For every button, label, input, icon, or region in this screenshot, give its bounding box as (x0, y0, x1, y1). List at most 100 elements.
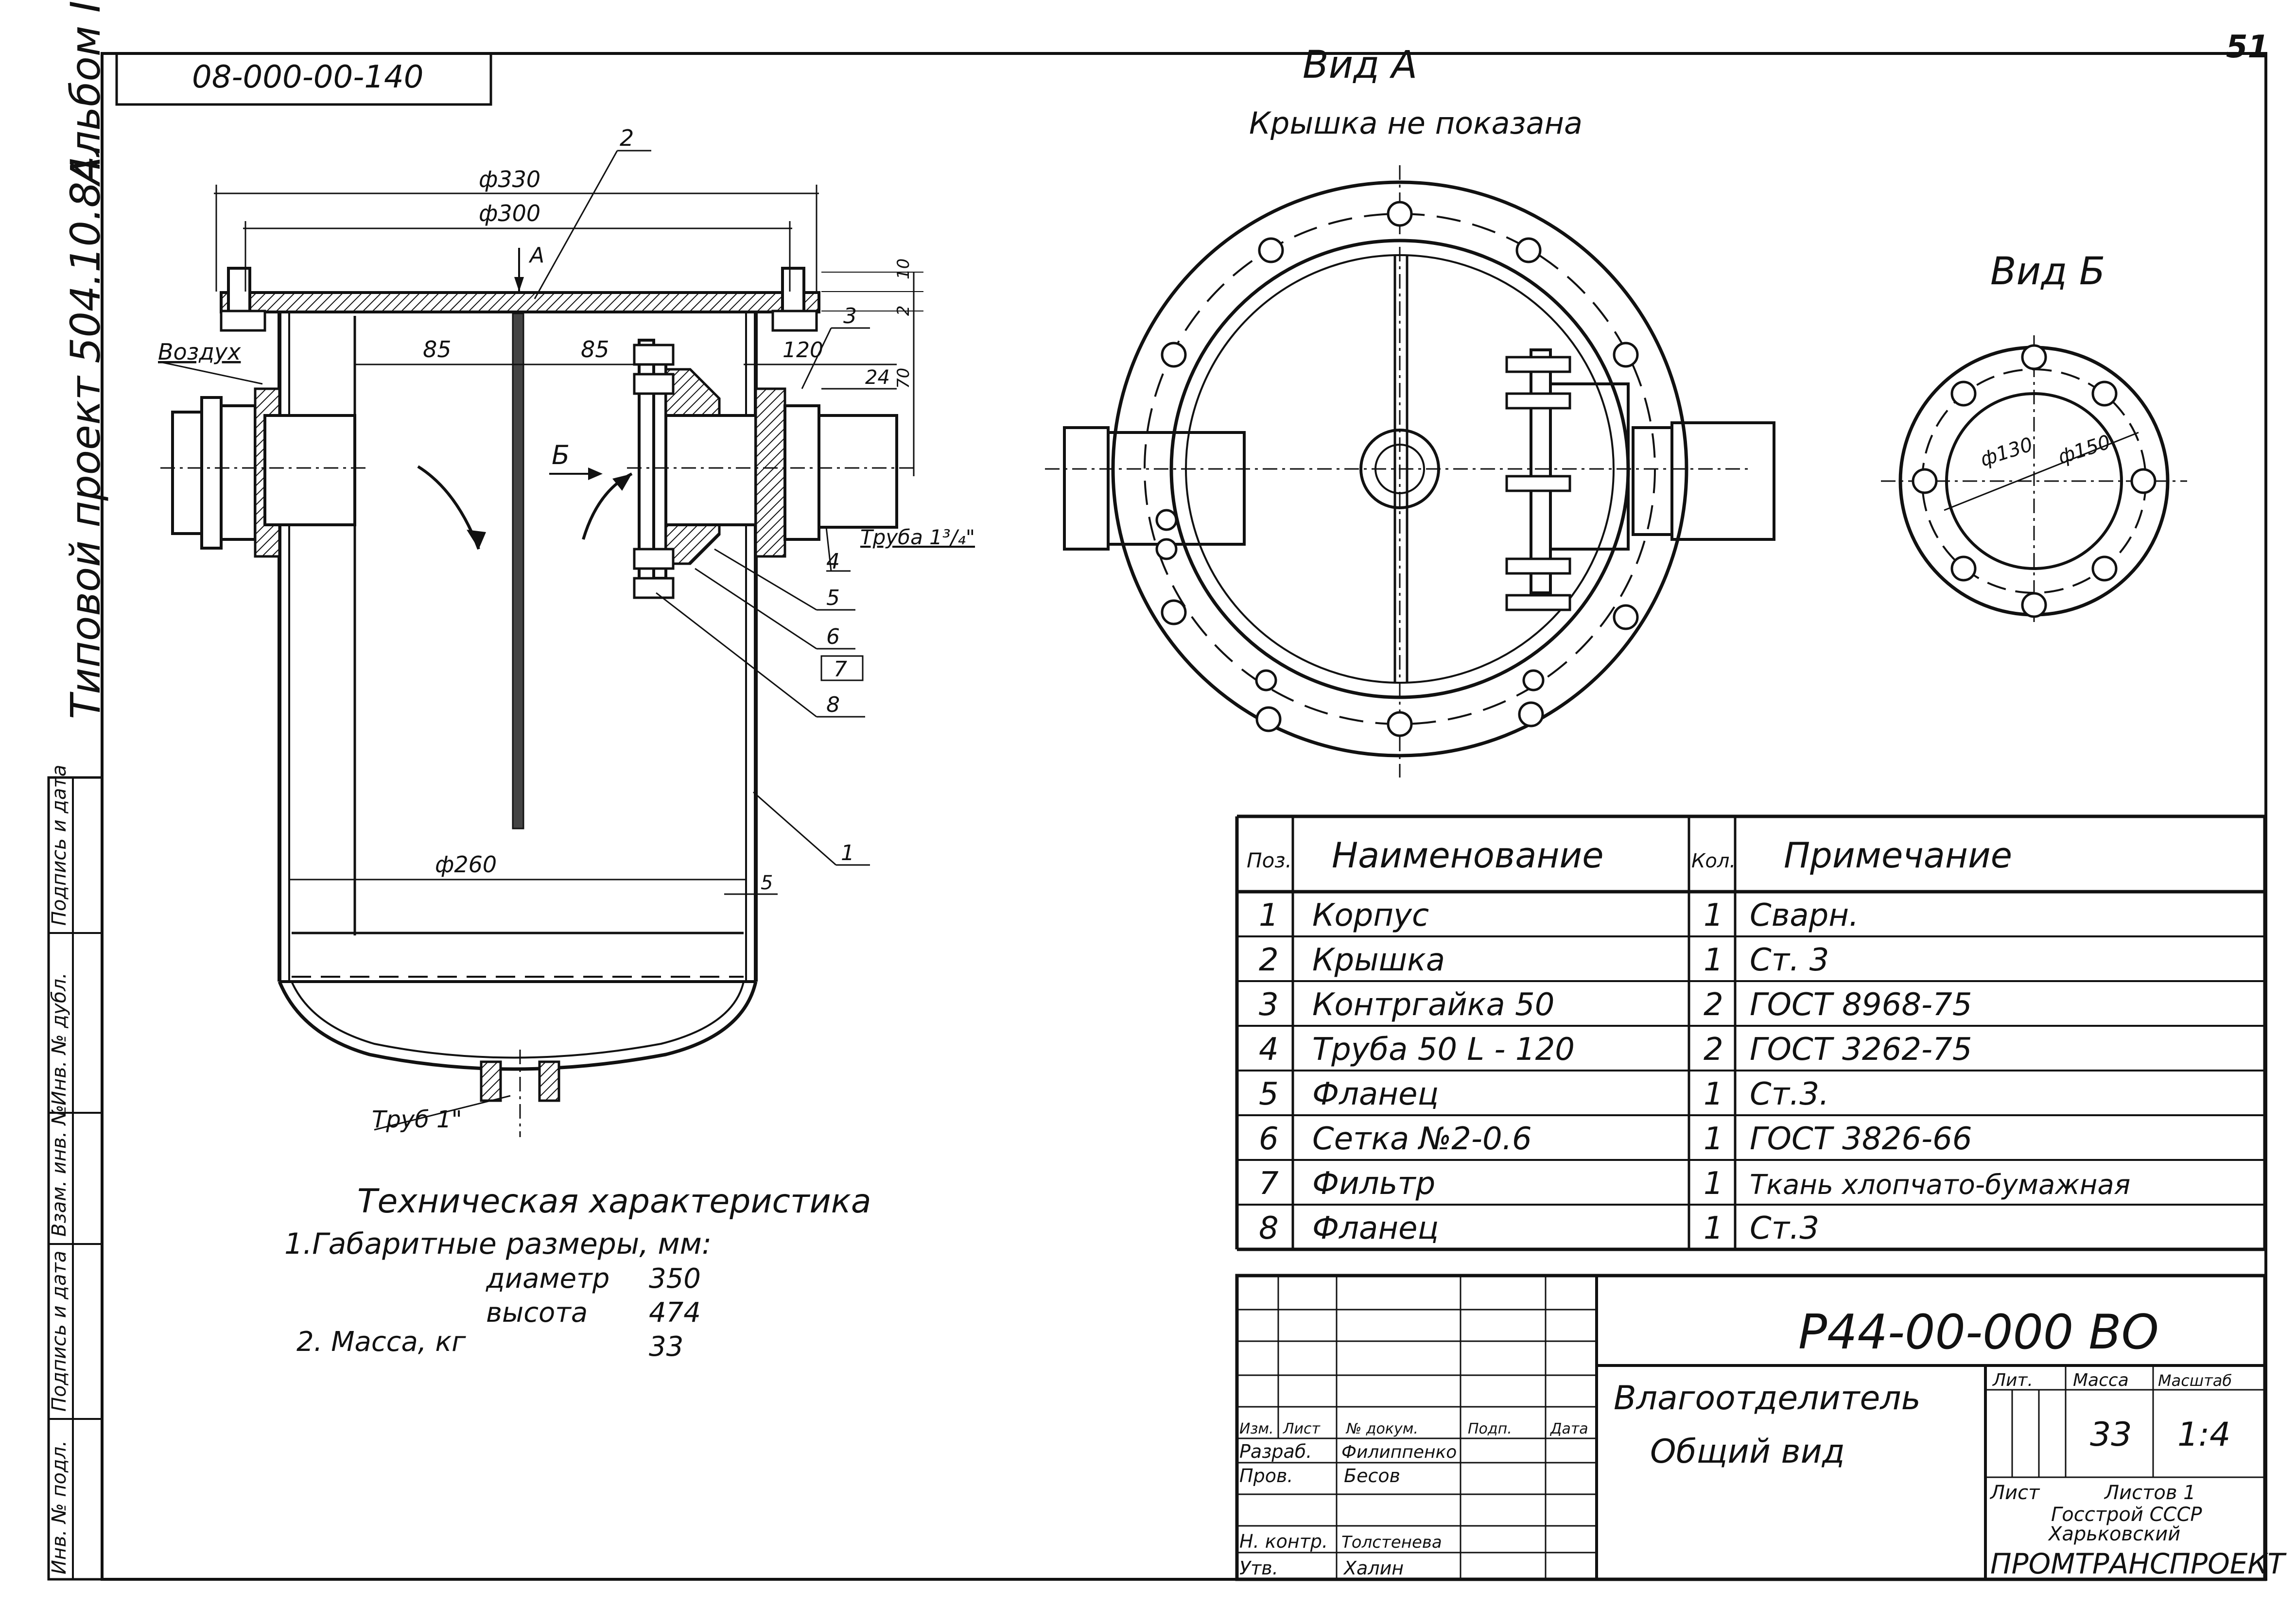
side-stamp: Инв. № подл. Подпись и дата Взам. инв. №… (47, 765, 104, 1581)
air-label: Воздух (158, 339, 241, 365)
prov-label: Пров. (1239, 1465, 1293, 1486)
tech-diam-label: диаметр (486, 1263, 609, 1295)
spec-cell-6-2: 1 (1704, 1166, 1723, 1202)
dim-85b: 85 (581, 336, 609, 363)
album-code: 08-000-00-140 (192, 59, 423, 95)
dim-10: 10 (894, 259, 913, 279)
spec-cell-1-2: 1 (1704, 942, 1723, 978)
sheet-label: Лист (1989, 1482, 2040, 1504)
utv-name: Халин (1343, 1557, 1404, 1579)
spec-cell-7-2: 1 (1704, 1210, 1723, 1246)
dim-d150: ф150 (2055, 431, 2113, 469)
view-b: Вид Б ф130 ф150 (1881, 250, 2187, 627)
spec-cell-6-0: 7 (1259, 1166, 1279, 1202)
spec-cell-3-1: Труба 50 L - 120 (1312, 1032, 1575, 1068)
stamp-inv-podl: Инв. № подл. (48, 1440, 70, 1574)
mass-label: Масса (2073, 1370, 2129, 1390)
spec-cell-2-3: ГОСТ 8968-75 (1750, 987, 1972, 1023)
spec-cell-0-2: 1 (1704, 898, 1723, 933)
tech-characteristics: Техническая характеристика 1.Габаритные … (284, 1182, 871, 1363)
stamp-vzam-inv: Взам. инв. № (48, 1105, 70, 1237)
leader-1: 1 (841, 841, 854, 865)
spec-cell-5-2: 1 (1704, 1121, 1723, 1157)
spec-header-1: Наименование (1332, 835, 1604, 876)
name-line1: Влагоотделитель (1614, 1379, 1921, 1417)
spec-header-0: Поз. (1247, 848, 1292, 872)
dim-120: 120 (783, 338, 823, 363)
leader-5: 5 (826, 586, 840, 610)
dim-d130: ф130 (1978, 433, 2035, 471)
spec-cell-1-3: Ст. 3 (1750, 942, 1829, 978)
dim-5: 5 (761, 872, 773, 894)
lit-label: Лит. (1992, 1370, 2033, 1390)
page-number: 51 (2226, 29, 2269, 65)
utv-label: Утв. (1239, 1557, 1278, 1579)
spec-cell-2-0: 3 (1259, 987, 1279, 1023)
leader-2: 2 (620, 125, 634, 151)
view-b-title: Вид Б (1990, 250, 2105, 294)
dim-d330: ф330 (479, 166, 540, 192)
nkontr-name: Толстенева (1341, 1533, 1442, 1552)
org-line1: Госстрой СССР (2051, 1503, 2202, 1526)
col-ndoc: № докум. (1345, 1420, 1418, 1437)
view-a: Вид А Крышка не показана (1045, 43, 1775, 778)
spec-cell-4-1: Фланец (1312, 1076, 1439, 1112)
dim-85a: 85 (423, 336, 452, 363)
pipe-label: Труба 1³/₄" (860, 525, 975, 549)
razrab-label: Разраб. (1239, 1441, 1312, 1462)
col-izm: Изм. (1239, 1420, 1274, 1437)
album-code-box (115, 53, 492, 106)
spec-cell-2-1: Контргайка 50 (1312, 987, 1554, 1023)
cover-plate (220, 291, 820, 313)
tech-mass-label: 2. Масса, кг (296, 1326, 466, 1358)
leader-8: 8 (826, 692, 840, 717)
spec-cell-1-0: 2 (1259, 942, 1279, 978)
tech-diam-value: 350 (649, 1263, 701, 1295)
b-mark: Б (552, 440, 570, 470)
spec-header-2: Кол. (1691, 850, 1736, 872)
tech-title: Техническая характеристика (357, 1182, 871, 1221)
spec-cell-5-3: ГОСТ 3826-66 (1750, 1121, 1972, 1157)
spec-cell-5-1: Сетка №2-0.6 (1312, 1121, 1532, 1157)
name-line2: Общий вид (1650, 1433, 1845, 1471)
col-list: Лист (1283, 1420, 1321, 1437)
leader-3: 3 (843, 304, 857, 328)
dim-d260: ф260 (435, 851, 497, 878)
leader-7: 7 (834, 657, 847, 682)
leader-6: 6 (826, 624, 840, 649)
stamp-inv-dubl: Инв. № дубл. (48, 972, 70, 1106)
spec-cell-4-0: 5 (1259, 1076, 1279, 1112)
drain-label: Труб 1" (372, 1106, 462, 1133)
spec-cell-6-3: Ткань хлопчато-бумажная (1750, 1169, 2130, 1201)
spec-cell-0-1: Корпус (1312, 898, 1429, 933)
tech-mass-value: 33 (649, 1331, 683, 1363)
view-a-note: Крышка не показана (1249, 105, 1583, 141)
org-line2: Харьковский (2048, 1523, 2180, 1545)
side-project-text: Типовой проект 504.10.84. (62, 143, 109, 719)
prov-name: Бесов (1344, 1465, 1400, 1486)
spec-cell-7-0: 8 (1259, 1210, 1279, 1246)
spec-header-3: Примечание (1784, 835, 2012, 876)
a-mark: А (528, 243, 544, 268)
tech-line1: 1.Габаритные размеры, мм: (284, 1227, 712, 1261)
tech-height-label: высота (486, 1297, 588, 1329)
nkontr-label: Н. контр. (1239, 1531, 1328, 1552)
spec-cell-7-3: Ст.3 (1750, 1210, 1819, 1246)
scale-value: 1:4 (2177, 1416, 2230, 1454)
spec-cell-3-0: 4 (1259, 1032, 1279, 1068)
spec-cell-5-0: 6 (1259, 1121, 1279, 1157)
org-line3: ПРОМТРАНСПРОЕКТ (1990, 1547, 2287, 1580)
spec-cell-2-2: 2 (1704, 987, 1723, 1023)
spec-cell-3-3: ГОСТ 3262-75 (1750, 1032, 1972, 1068)
spec-cell-1-1: Крышка (1312, 942, 1445, 978)
view-a-title: Вид А (1303, 43, 1417, 87)
sheets-label: Листов 1 (2104, 1482, 2196, 1504)
dim-d300: ф300 (479, 200, 540, 226)
col-podp: Подп. (1468, 1420, 1512, 1437)
tech-height-value: 474 (649, 1297, 701, 1329)
dim-70: 70 (894, 368, 913, 389)
side-album-text: Альбом I (62, 0, 109, 187)
spec-cell-3-2: 2 (1704, 1032, 1723, 1068)
title-block: Р44-00-000 ВО Влагоотделитель Общий вид … (1235, 1274, 2287, 1581)
